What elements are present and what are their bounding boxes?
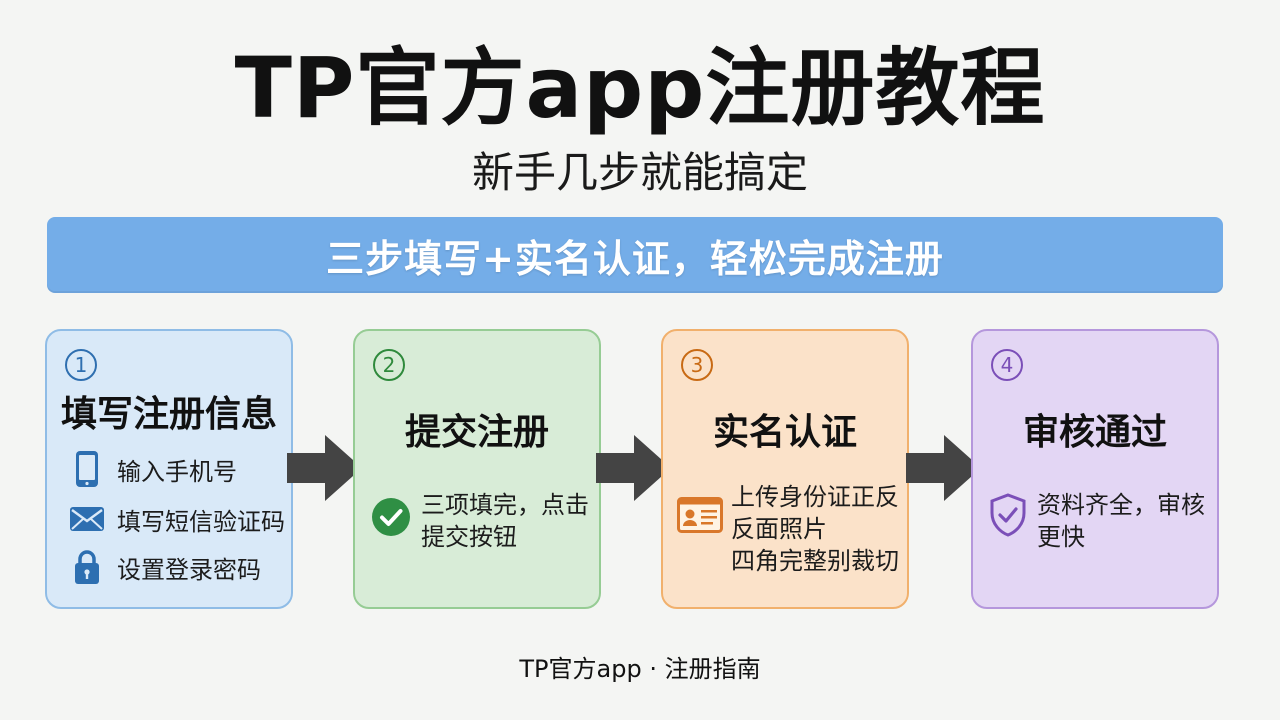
- banner-text: 三步填写+实名认证，轻松完成注册: [326, 236, 944, 281]
- check-circle-icon: [371, 497, 411, 541]
- step-number-1: 1: [65, 349, 97, 381]
- page-subtitle: 新手几步就能搞定: [471, 148, 808, 197]
- step1-item-label: 输入手机号: [117, 457, 237, 486]
- step-title-1: 填写注册信息: [60, 394, 277, 435]
- step3-desc-line: 四角完整别裁切: [731, 547, 899, 575]
- step-card-1: 1 填写注册信息 输入手机号 填写短信验证码: [45, 329, 293, 609]
- step-card-4: 4 审核通过 资料齐全，审核 更快: [971, 329, 1219, 609]
- step2-desc-line: 三项填完，点击: [421, 491, 589, 519]
- envelope-icon: [67, 499, 107, 539]
- step1-item-sms: 填写短信验证码: [67, 499, 285, 539]
- phone-icon: [67, 449, 107, 489]
- step4-description: 资料齐全，审核 更快: [1037, 489, 1205, 553]
- step4-desc-line: 资料齐全，审核: [1037, 491, 1205, 519]
- step2-description: 三项填完，点击 提交按钮: [421, 489, 589, 553]
- step-title-2: 提交注册: [404, 412, 549, 453]
- id-card-icon: [677, 497, 723, 537]
- step-number-2: 2: [373, 349, 405, 381]
- step3-description: 上传身份证正反 反面照片 四角完整别裁切: [731, 481, 899, 577]
- arrow-right-icon: [287, 435, 362, 501]
- summary-banner: 三步填写+实名认证，轻松完成注册: [47, 217, 1223, 293]
- arrow-right-icon: [906, 435, 981, 501]
- step4-desc-line: 更快: [1037, 523, 1085, 551]
- step-title-3: 实名认证: [712, 412, 857, 453]
- lock-icon: [67, 547, 107, 587]
- footer-caption: TP官方app · 注册指南: [519, 655, 761, 683]
- step-number-3: 3: [681, 349, 713, 381]
- step1-item-password: 设置登录密码: [67, 547, 261, 587]
- step2-desc-line: 提交按钮: [421, 523, 517, 551]
- arrow-right-icon: [596, 435, 671, 501]
- step-title-4: 审核通过: [1022, 412, 1167, 453]
- step-card-2: 2 提交注册 三项填完，点击 提交按钮: [353, 329, 601, 609]
- step-number-4: 4: [991, 349, 1023, 381]
- step1-item-label: 填写短信验证码: [117, 507, 285, 536]
- step1-item-phone: 输入手机号: [67, 449, 237, 489]
- page-title: TP官方app注册教程: [234, 39, 1046, 137]
- step1-item-label: 设置登录密码: [117, 555, 261, 584]
- step3-desc-line: 反面照片: [731, 515, 827, 543]
- shield-check-icon: [989, 493, 1027, 541]
- step-card-3: 3 实名认证 上传身份证正反 反面照片 四角完整别裁切: [661, 329, 909, 609]
- step3-desc-line: 上传身份证正反: [731, 483, 899, 511]
